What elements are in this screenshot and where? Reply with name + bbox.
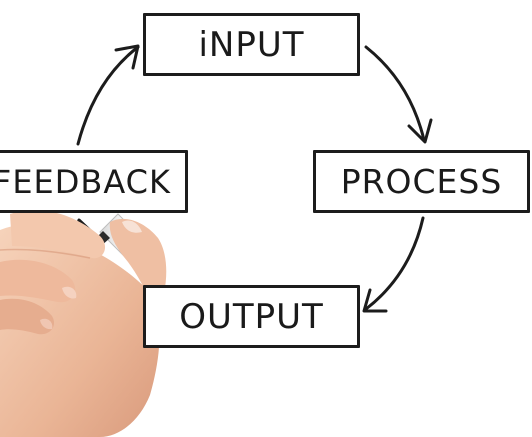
node-output: OUTPUT <box>143 285 360 348</box>
node-input-label: iNPUT <box>198 24 305 65</box>
arrow-process-to-output <box>364 216 425 311</box>
node-feedback-label: FEEDBACK <box>0 162 171 201</box>
arrowhead-feedback-to-input <box>114 44 140 70</box>
arrowhead-input-to-process <box>407 118 433 144</box>
node-process: PROCESS <box>313 150 530 213</box>
node-feedback: FEEDBACK <box>0 150 188 213</box>
arrowhead-process-to-output <box>362 288 388 313</box>
node-input: iNPUT <box>143 13 360 76</box>
node-output-label: OUTPUT <box>179 296 324 337</box>
arrow-feedback-to-input <box>76 45 140 146</box>
arrow-input-to-process <box>364 45 426 142</box>
node-process-label: PROCESS <box>340 162 503 201</box>
hand-holding-marker-icon <box>0 210 167 437</box>
